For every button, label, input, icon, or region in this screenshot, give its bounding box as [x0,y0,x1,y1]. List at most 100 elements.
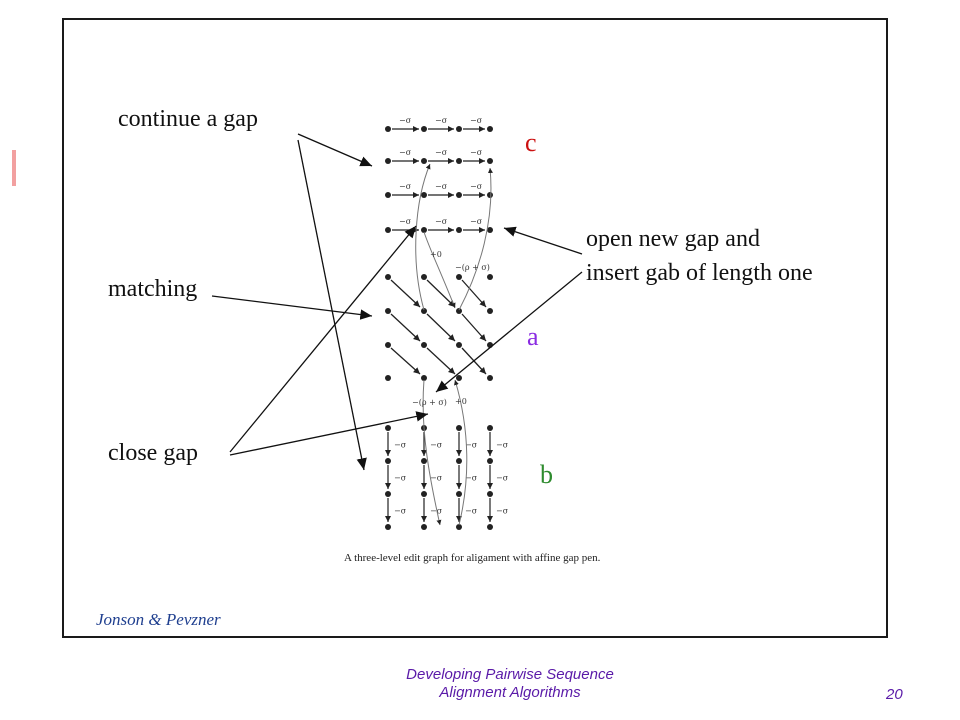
node-dot [385,274,391,280]
node-dot [385,227,391,233]
page-number: 20 [886,686,903,703]
node-dot [456,425,462,431]
edge-label-sigma: −σ [430,507,443,516]
open-gap-curve [458,167,493,311]
node-dot [385,308,391,314]
node-dot [385,126,391,132]
label-matching: matching [108,276,198,302]
edge-label-sigma: −σ [465,474,478,483]
node-dot [421,491,427,497]
callout-arrow-continue-gap [297,133,373,167]
node-dot [487,227,493,233]
node-dot [385,425,391,431]
level-label-b: b [540,460,553,489]
node-dot [421,274,427,280]
edge-label-plus0: +0 [455,397,467,406]
callout-arrow-open-gap [435,271,583,393]
level-label-a: a [527,322,539,351]
node-dot [456,126,462,132]
edge-label-sigma: −σ [465,507,478,516]
node-dot [421,375,427,381]
slide-footer-title: Developing Pairwise Sequence Alignment A… [360,666,660,702]
edge-label-sigma: −σ [399,217,412,226]
open-gap-curve [422,379,442,526]
edge-label-rho-sigma: −(ρ + σ) [412,398,447,407]
edge-label-sigma: −σ [435,182,448,191]
label-continue-gap: continue a gap [118,106,258,132]
node-dot [385,524,391,530]
node-dot [487,375,493,381]
match-edge [390,313,421,342]
node-dot [385,375,391,381]
footer-title-line1: Developing Pairwise Sequence [406,666,614,683]
node-dot [456,491,462,497]
node-dot [487,425,493,431]
label-open-gap-line1: open new gap and [586,226,760,252]
match-edge [426,347,456,375]
node-dot [456,158,462,164]
node-dot [421,308,427,314]
node-dot [487,308,493,314]
callout-arrow-matching [211,295,373,320]
node-dot [385,158,391,164]
edge-label-sigma: −σ [435,116,448,125]
edge-label-sigma: −σ [435,217,448,226]
node-dot [421,227,427,233]
node-dot [487,458,493,464]
edge-label-sigma: −σ [496,441,509,450]
node-dot [456,342,462,348]
edge-label-sigma: −σ [394,441,407,450]
node-dot [385,342,391,348]
footer-title-line2: Alignment Algorithms [439,684,581,701]
edge-label-sigma: −σ [470,116,483,125]
edge-label-sigma: −σ [470,182,483,191]
callout-arrow-close-gap [229,411,429,456]
node-dot [385,458,391,464]
edge-label-sigma: −σ [430,474,443,483]
edge-label-sigma: −σ [399,182,412,191]
node-dot [487,126,493,132]
node-dot [487,524,493,530]
slide-accent-mark [12,150,16,186]
node-dot [456,308,462,314]
edge-label-plus0: +0 [430,250,442,259]
node-dot [456,227,462,233]
match-edge [461,279,487,308]
edge-label-sigma: −σ [470,217,483,226]
close-gap-curve [454,379,468,526]
node-dot [456,458,462,464]
edge-label-sigma: −σ [496,474,509,483]
callout-arrow-open-gap [503,226,583,255]
node-dot [421,126,427,132]
node-dot [456,192,462,198]
node-dot [421,158,427,164]
edge-label-sigma: −σ [399,116,412,125]
node-dot [456,524,462,530]
edge-label-sigma: −σ [435,148,448,157]
label-open-gap-line2: insert gab of length one [586,260,813,286]
label-close-gap: close gap [108,440,198,466]
node-dot [421,524,427,530]
level-label-c: c [525,128,537,157]
figure-credit: Jonson & Pevzner [96,610,221,629]
node-dot [487,158,493,164]
edge-label-sigma: −σ [430,441,443,450]
node-dot [421,458,427,464]
node-dot [421,192,427,198]
node-dot [385,192,391,198]
callout-arrow-continue-gap [297,139,367,471]
match-edge [461,313,487,342]
node-dot [456,274,462,280]
match-edge [390,279,421,308]
open-gap-curve [415,163,431,311]
node-dot [487,491,493,497]
edge-label-sigma: −σ [394,507,407,516]
match-edge [426,279,456,308]
node-dot [385,491,391,497]
callout-arrow-close-gap [229,225,417,453]
figure-caption: A three-level edit graph for aligament w… [344,552,601,564]
match-edge [390,347,421,375]
edge-label-sigma: −σ [465,441,478,450]
edge-label-sigma: −σ [470,148,483,157]
